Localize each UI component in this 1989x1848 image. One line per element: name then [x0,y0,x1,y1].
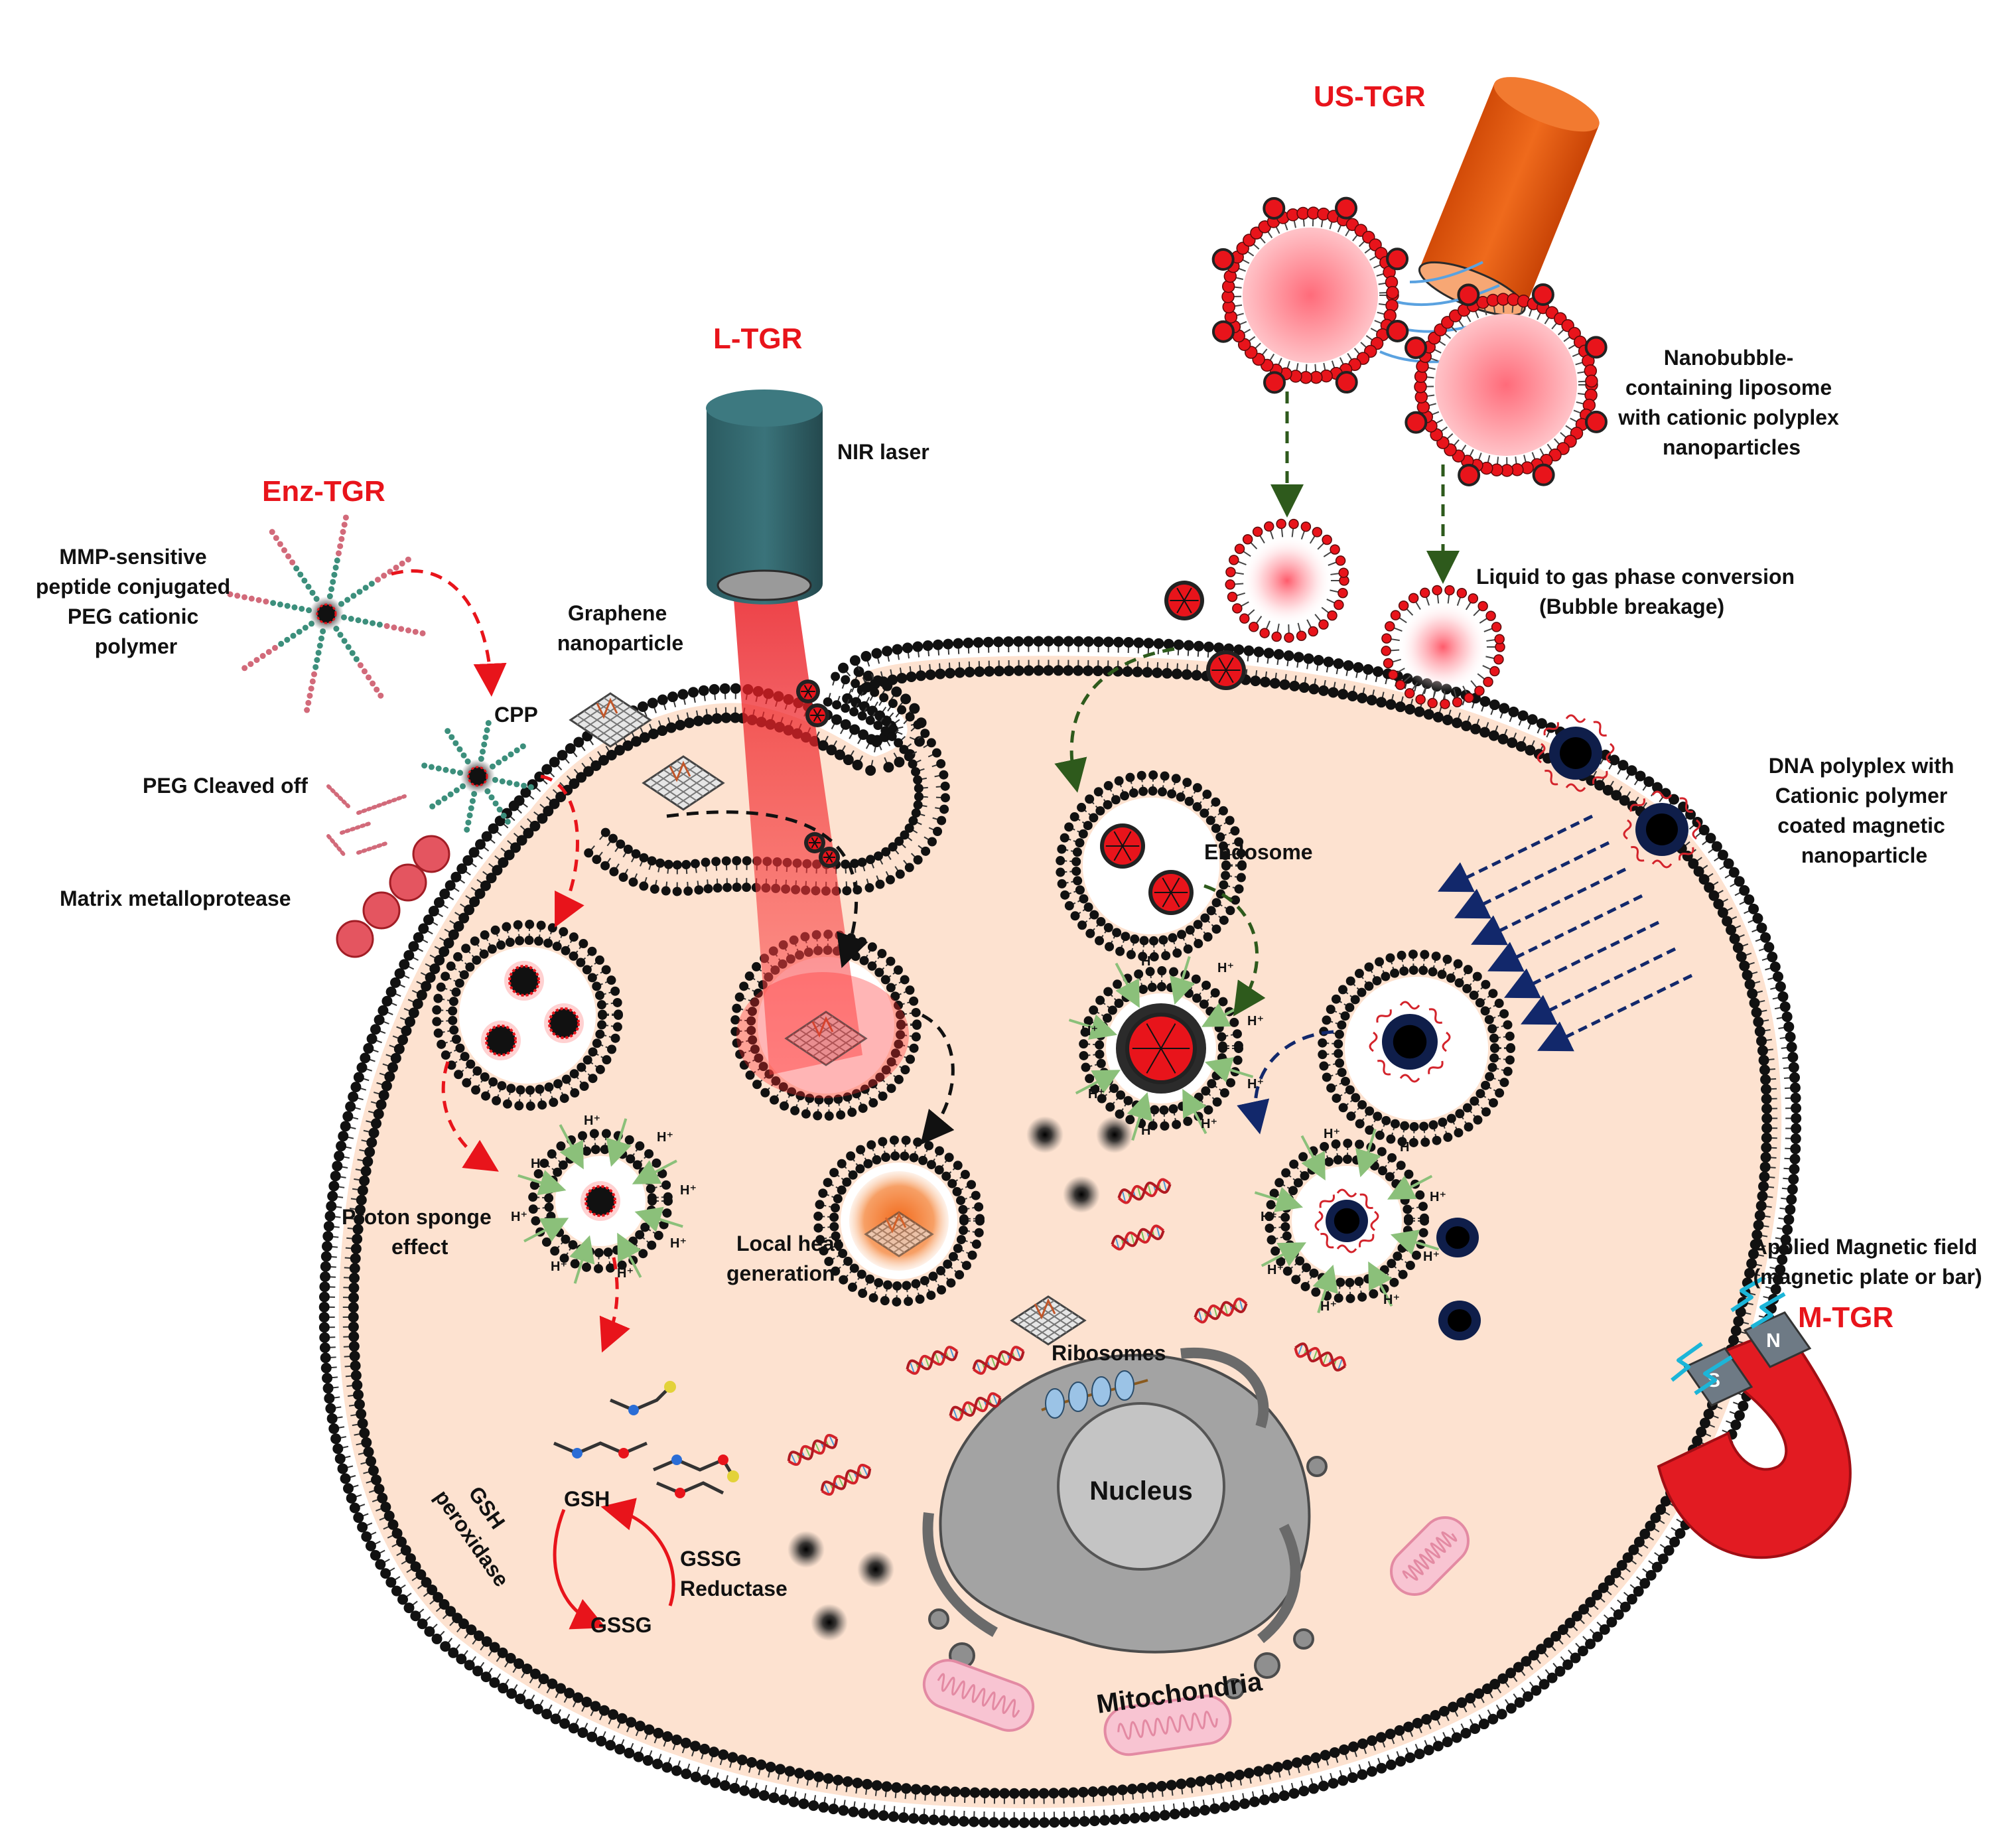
proton-label: H⁺ [1081,1024,1098,1038]
proton-label: H⁺ [1247,1077,1264,1092]
nir-laser-device [706,390,823,604]
endosome-label: Endosome [1204,840,1313,864]
proton-label: H⁺ [1261,1210,1277,1224]
dna-polyplex-label-line: nanoparticle [1801,843,1927,867]
magnet-north-label: N [1766,1330,1781,1352]
enz-tgr-title: Enz-TGR [262,475,385,508]
matrix-metalloprotease-enzymes [337,836,449,957]
graphene-label-line: Graphene [568,601,667,625]
mmp-peptide-label-line: polymer [95,634,177,658]
proton-label: H⁺ [1324,1127,1340,1141]
dna-polyplex-label: DNA polyplex with Cationic polymer coate… [1769,754,1960,867]
proton-label: H⁺ [584,1113,600,1128]
dna-polyplex-label-line: DNA polyplex with [1769,754,1955,778]
us-tgr-title: US-TGR [1314,80,1426,113]
liquid-gas-label: Liquid to gas phase conversion (Bubble b… [1476,565,1801,618]
local-heat-label-line: Local heat [736,1232,842,1255]
proton-label: H⁺ [617,1266,634,1281]
nanobubble-liposomes [1213,198,1606,709]
gssg-label: GSSG [590,1613,652,1637]
proton-label: H⁺ [1247,1014,1264,1029]
mmp-peptide-label-line: PEG cationic [68,604,198,628]
mmp-peptide-label-line: MMP-sensitive [59,545,206,569]
proton-label: H⁺ [511,1210,527,1224]
proton-label: H⁺ [1141,954,1158,969]
magnetic-field-label-line: (magnetic plate or bar) [1753,1265,1982,1289]
gsh-label: GSH [564,1487,610,1511]
proton-label: H⁺ [1430,1190,1446,1204]
nanobubble-label-line: with cationic polyplex [1617,405,1839,429]
magnetic-field-label-line: Applied Magnetic field [1752,1235,1978,1259]
proton-label: H⁺ [1201,1117,1217,1131]
gssg-reductase-label-line: GSSG [680,1547,741,1571]
nanobubble-label-line: containing liposome [1625,376,1832,399]
mmp-peptide-label-line: peptide conjugated [36,575,230,599]
proton-label: H⁺ [1141,1123,1158,1138]
gssg-reductase-label-line: Reductase [680,1577,788,1600]
nanobubble-label-line: nanoparticles [1663,435,1801,459]
l-tgr-title: L-TGR [713,322,802,355]
m-tgr-title: M-TGR [1798,1301,1893,1334]
ultrasound-transducer [1413,66,1606,326]
proton-label: H⁺ [1383,1293,1400,1307]
mmp-enzyme-label: Matrix metalloprotease [60,887,291,910]
proton-label: H⁺ [1217,961,1234,975]
proton-label: H⁺ [531,1157,547,1171]
cpp-label: CPP [494,703,538,727]
proton-label: H⁺ [680,1183,697,1198]
proton-label: H⁺ [1267,1263,1284,1277]
peg-cleaved-label: PEG Cleaved off [143,774,308,798]
ribosomes-label: Ribosomes [1052,1341,1166,1365]
proton-sponge-label-line: effect [391,1235,448,1259]
liquid-gas-label-line: (Bubble breakage) [1539,595,1724,618]
proton-label: H⁺ [657,1130,673,1145]
nanobubble-label: Nanobubble- containing liposome with cat… [1617,346,1844,459]
nucleus-label: Nucleus [1089,1476,1193,1506]
nir-laser-label: NIR laser [837,440,929,464]
proton-label: H⁺ [1423,1249,1440,1264]
graphene-label-line: nanoparticle [557,631,683,655]
dna-polyplex-label-line: Cationic polymer [1775,784,1948,808]
proton-sponge-label-line: Proton sponge [342,1205,492,1229]
proton-label: H⁺ [551,1259,567,1274]
proton-label: H⁺ [1400,1140,1416,1155]
graphene-label: Graphene nanoparticle [557,601,683,655]
proton-label: H⁺ [1088,1087,1105,1102]
local-heat-label-line: generation [726,1261,835,1285]
nanobubble-label-line: Nanobubble- [1664,346,1794,370]
mmp-peptide-label: MMP-sensitive peptide conjugated PEG cat… [36,545,236,658]
proton-label: H⁺ [670,1236,687,1251]
dna-polyplex-label-line: coated magnetic [1777,814,1945,837]
liquid-gas-label-line: Liquid to gas phase conversion [1476,565,1795,589]
proton-label: H⁺ [1320,1299,1337,1314]
cleaved-peg-fragments [328,786,405,856]
